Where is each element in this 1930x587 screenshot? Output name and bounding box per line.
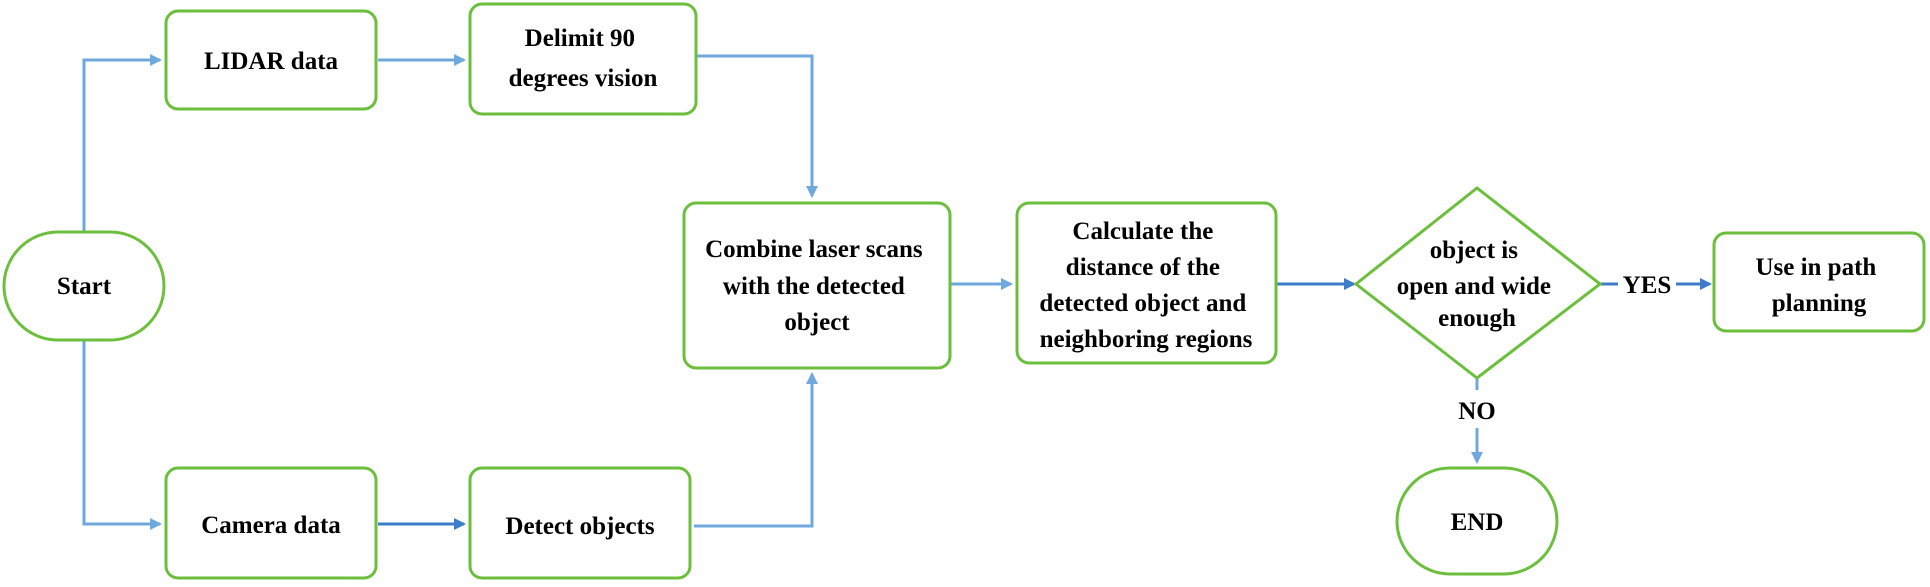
use-line-1: Use in path [1755,254,1876,281]
edge-detect-combine [694,372,818,528]
svg-text:Detect objects: Detect objects [505,513,654,540]
combine-scans-box: Combine laser scans with the detected ob… [682,201,952,370]
delimit-line-1: Delimit 90 [525,25,635,52]
svg-text:Calculate the distance o: Calculate the distance of the detected o… [1039,218,1252,353]
start-terminal: Start [2,230,166,342]
calculate-distance-box: Calculate the distance of the detected o… [1015,201,1278,365]
use-in-path-planning-box: Use in path planning [1712,231,1926,333]
svg-text:Start: Start [57,273,112,300]
combine-line-1: Combine laser scans [705,236,923,263]
svg-text:object is open and wide: object is open and wide enough [1397,237,1557,332]
camera-data-box: Camera data [164,466,378,580]
svg-text:Use in path planning: Use in path planning [1755,254,1882,317]
combine-line-2: with the detected [723,273,905,300]
calculate-line-2: distance of the [1066,254,1220,281]
delimit-line-2: degrees vision [509,65,658,92]
svg-text:LIDAR data: LIDAR data [204,48,339,75]
edge-start-camera [82,340,162,530]
edge-label-no: NO [1458,398,1496,425]
edge-delimit-combine [694,54,818,198]
end-label: END [1451,509,1504,536]
edge-label-yes: YES [1623,272,1672,299]
delimit-vision-box: Delimit 90 degrees vision [468,2,698,116]
svg-text:Combine laser scans with: Combine laser scans with the detected ob… [705,236,929,336]
decision-line-3: enough [1438,305,1516,332]
svg-text:END: END [1451,509,1504,536]
use-line-2: planning [1772,290,1867,317]
decision-line-1: object is [1430,237,1518,264]
lidar-data-box: LIDAR data [164,9,378,111]
decision-diamond: object is open and wide enough [1353,186,1603,380]
calculate-line-4: neighboring regions [1040,326,1253,353]
calculate-line-3: detected object and [1039,290,1246,317]
end-terminal: END [1395,466,1559,576]
edge-start-lidar [82,54,162,232]
camera-data-label: Camera data [201,512,341,539]
svg-text:Delimit 90 degrees visio: Delimit 90 degrees vision [509,25,658,92]
calculate-line-1: Calculate the [1072,218,1213,245]
detect-objects-label: Detect objects [505,513,654,540]
detect-objects-box: Detect objects [468,466,692,580]
decision-line-2: open and wide [1397,273,1551,300]
svg-text:Camera data: Camera data [201,512,341,539]
start-label: Start [57,273,112,300]
combine-line-3: object [784,309,850,336]
lidar-data-label: LIDAR data [204,48,339,75]
